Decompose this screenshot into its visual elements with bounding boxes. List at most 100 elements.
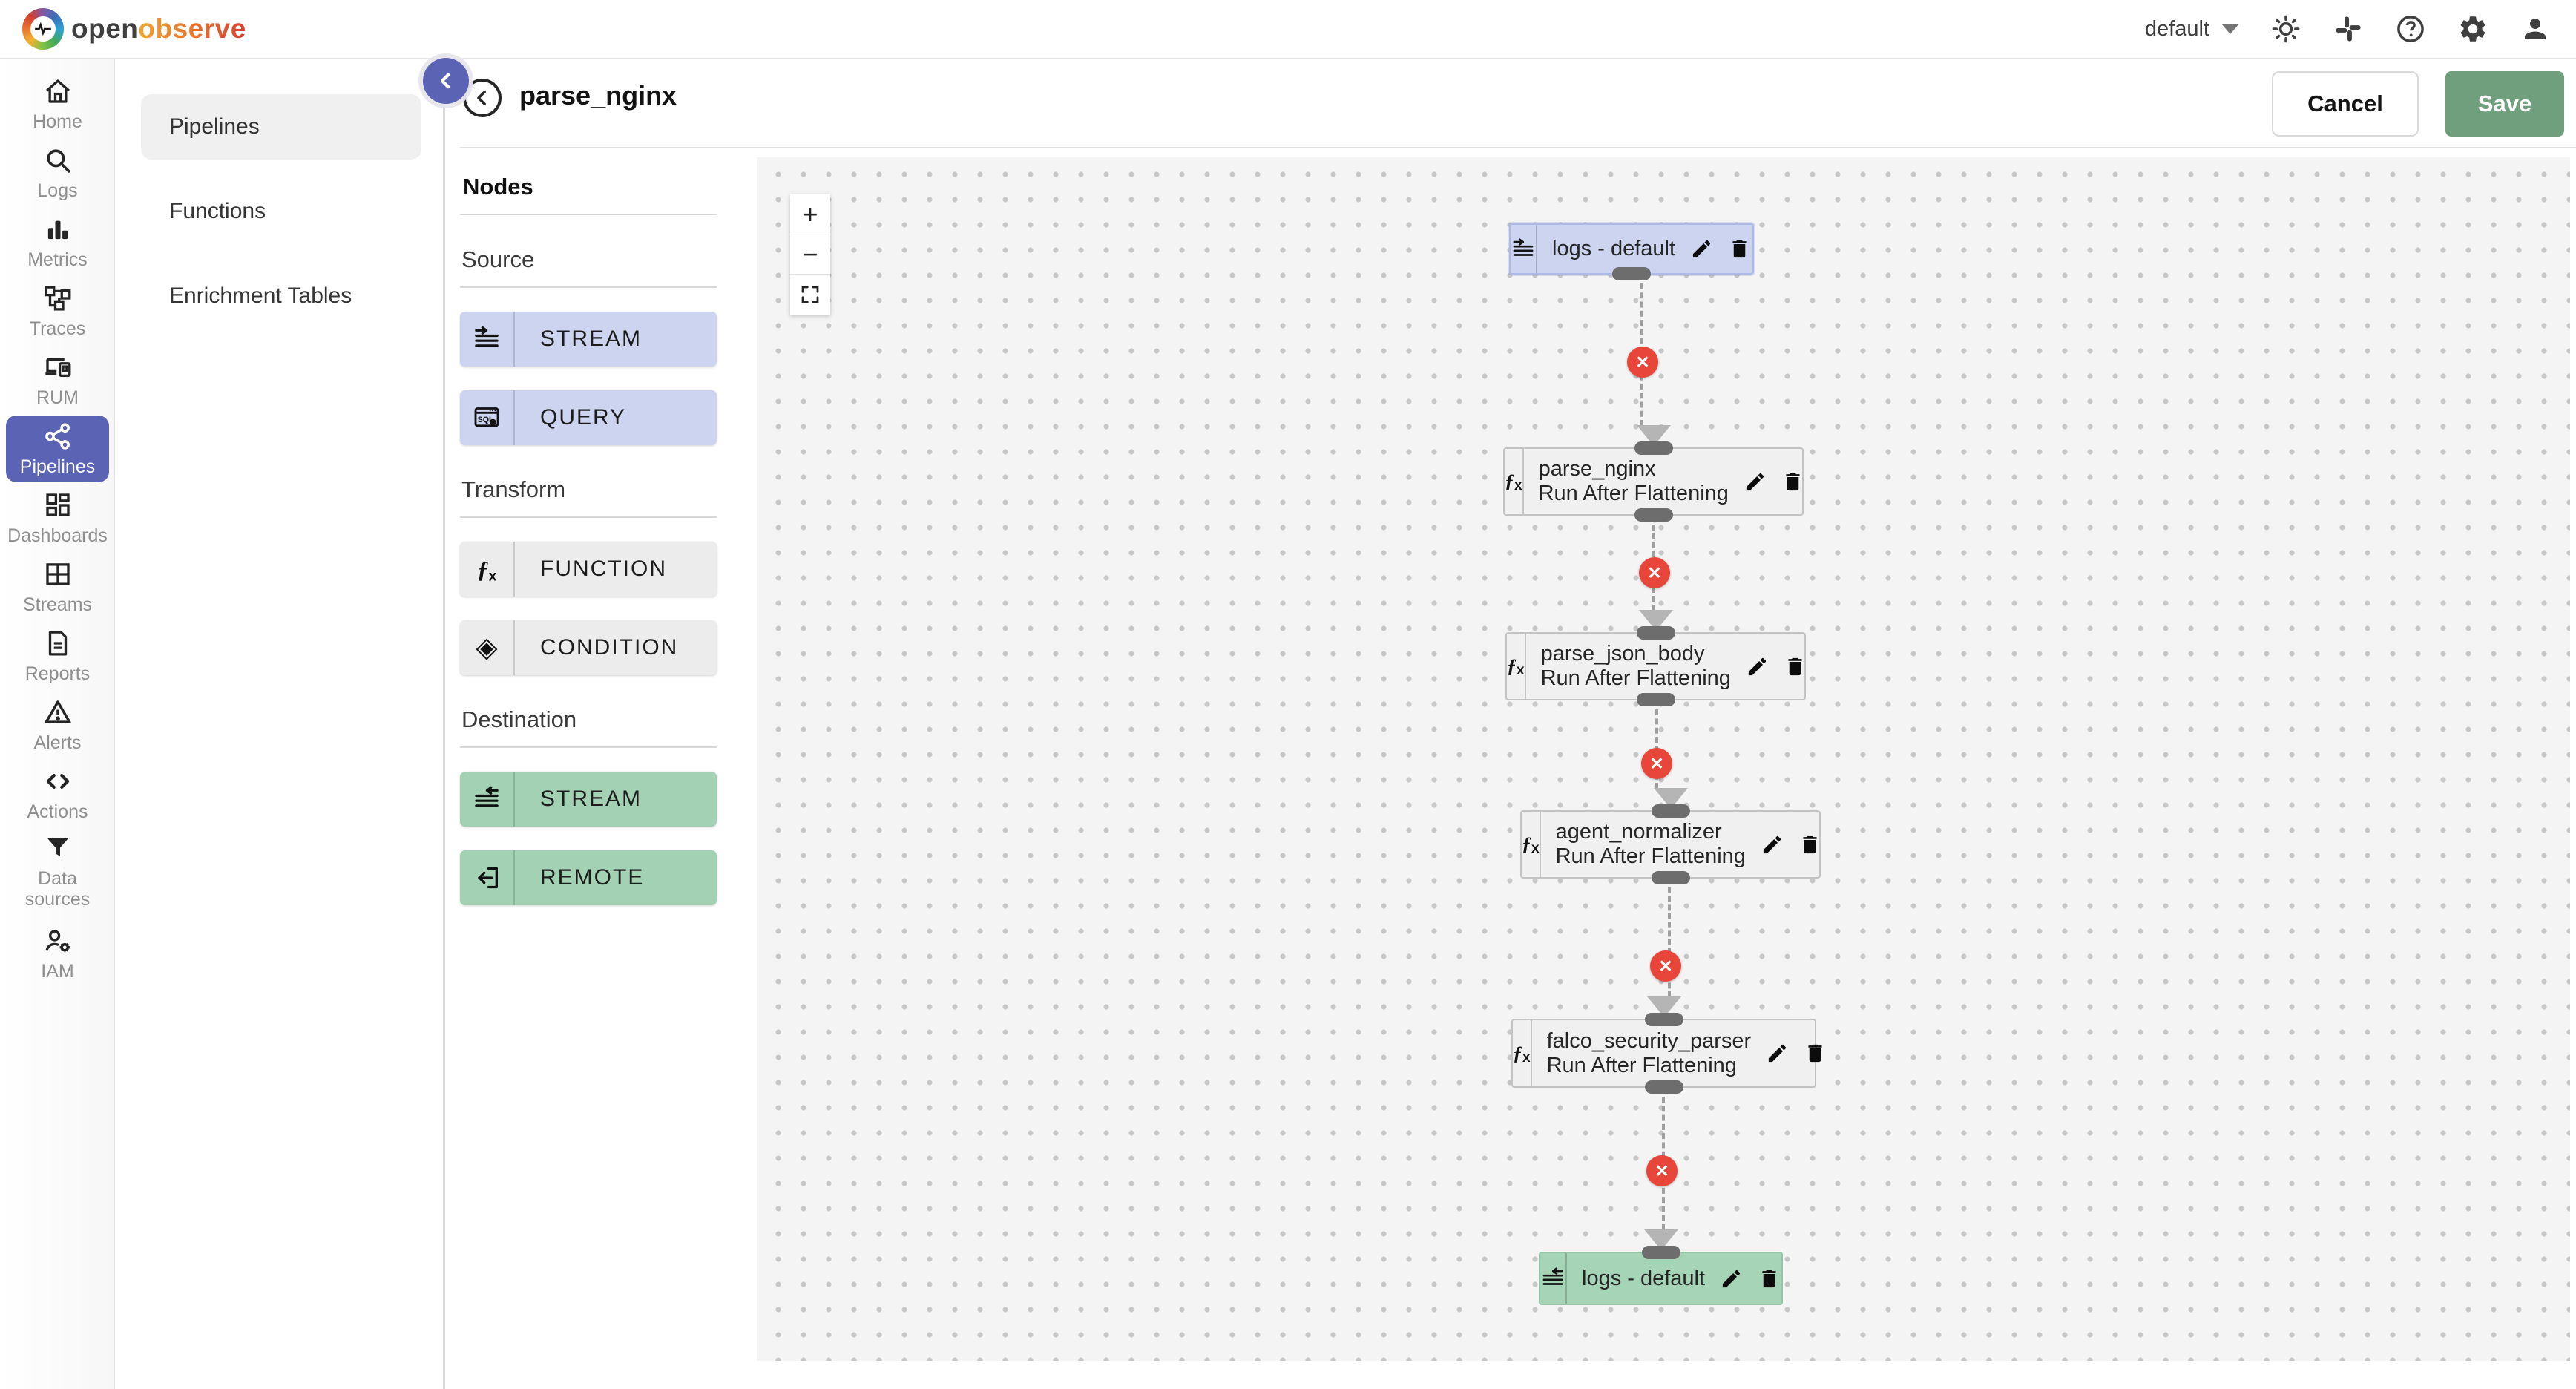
stream-in-icon	[460, 312, 515, 367]
node-sublabel: Run After Flattening	[1546, 1053, 1737, 1077]
slack-icon[interactable]	[2333, 13, 2364, 45]
settings-icon[interactable]	[2457, 13, 2488, 45]
palette-button-label: FUNCTION	[540, 556, 667, 581]
node-actions	[1761, 833, 1836, 856]
connection-handle[interactable]	[1636, 693, 1675, 706]
sidebar-item-alerts[interactable]: Alerts	[6, 692, 109, 758]
palette-button-label: STREAM	[540, 326, 643, 351]
delete-icon[interactable]	[1781, 470, 1804, 493]
connection-handle[interactable]	[1651, 871, 1690, 884]
edit-icon[interactable]	[1766, 1042, 1789, 1065]
connection-handle[interactable]	[1634, 441, 1673, 455]
cancel-button[interactable]: Cancel	[2272, 71, 2419, 137]
user-icon[interactable]	[2520, 13, 2551, 45]
condition-icon: ◈	[460, 620, 515, 675]
delete-edge-button[interactable]	[1639, 557, 1670, 588]
theme-light-icon[interactable]	[2270, 13, 2301, 45]
sidebar-item-pipelines[interactable]: Pipelines	[6, 416, 109, 482]
sidebar-item-dashboards[interactable]: Dashboards	[6, 485, 109, 551]
sidebar-item-streams[interactable]: Streams	[6, 554, 109, 620]
palette-button-destination-stream[interactable]: STREAM	[460, 772, 717, 827]
help-icon[interactable]	[2395, 13, 2426, 45]
sidebar-item-data-sources[interactable]: Data sources	[6, 830, 109, 913]
pipelines-secondary-sidebar: Pipelines Functions Enrichment Tables	[115, 59, 445, 1389]
left-nav-rail: Home Logs Metrics Traces RUM Pipeli	[0, 59, 115, 1389]
sidebar-item-reports[interactable]: Reports	[6, 623, 109, 689]
palette-button-destination-remote[interactable]: REMOTE	[460, 850, 717, 905]
org-selector-value: default	[2144, 16, 2209, 41]
sidebar-item-label: Pipelines	[19, 456, 96, 477]
edit-icon[interactable]	[1690, 237, 1713, 260]
delete-edge-button[interactable]	[1646, 1155, 1678, 1186]
share-icon	[42, 421, 73, 452]
subnav-pipelines[interactable]: Pipelines	[141, 94, 421, 160]
connection-handle[interactable]	[1651, 804, 1690, 818]
delete-edge-button[interactable]	[1641, 748, 1672, 779]
sidebar-item-logs[interactable]: Logs	[6, 139, 109, 206]
delete-edge-button[interactable]	[1650, 950, 1681, 982]
back-button[interactable]	[463, 79, 502, 117]
pipeline-canvas[interactable]: + − logs - default	[757, 157, 2570, 1361]
connection-handle[interactable]	[1641, 1246, 1680, 1259]
org-selector-dropdown[interactable]: default	[2145, 17, 2239, 42]
edit-icon[interactable]	[1744, 470, 1767, 493]
sidebar-item-actions[interactable]: Actions	[6, 761, 109, 827]
save-button[interactable]: Save	[2445, 71, 2564, 137]
connection-handle[interactable]	[1636, 626, 1675, 640]
home-icon	[42, 76, 73, 107]
palette-button-source-stream[interactable]: STREAM	[460, 312, 717, 367]
sidebar-item-label: Dashboards	[7, 525, 108, 546]
flow-node-source-stream[interactable]: logs - default	[1509, 223, 1754, 280]
delete-icon[interactable]	[1728, 237, 1751, 260]
node-actions	[1746, 655, 1821, 678]
sidebar-item-label: Data sources	[24, 868, 91, 910]
sidebar-item-label: Streams	[22, 594, 93, 615]
sql-query-icon: SQL	[460, 390, 515, 445]
sidebar-item-iam[interactable]: IAM	[6, 920, 109, 987]
fit-view-button[interactable]	[790, 275, 830, 315]
connection-handle[interactable]	[1612, 267, 1651, 280]
flow-node-destination-stream[interactable]: logs - default	[1539, 1229, 1783, 1305]
palette-button-transform-condition[interactable]: ◈ CONDITION	[460, 620, 717, 675]
sidebar-item-metrics[interactable]: Metrics	[6, 208, 109, 275]
connection-handle[interactable]	[1634, 508, 1673, 522]
connection-handle[interactable]	[1644, 1080, 1683, 1094]
sidebar-collapse-button[interactable]	[423, 58, 469, 104]
delete-icon[interactable]	[1804, 1042, 1827, 1065]
subnav-enrichment-tables[interactable]: Enrichment Tables	[141, 263, 421, 329]
stream-out-icon	[1540, 1253, 1567, 1304]
top-header: openobserve default	[0, 0, 2576, 59]
zoom-out-button[interactable]: −	[790, 234, 830, 275]
divider	[460, 516, 717, 518]
palette-button-label: QUERY	[540, 405, 627, 430]
divider	[460, 286, 717, 288]
zoom-in-button[interactable]: +	[790, 194, 830, 234]
delete-icon[interactable]	[1798, 833, 1821, 856]
sidebar-item-label: Alerts	[33, 732, 82, 753]
sidebar-item-home[interactable]: Home	[6, 70, 109, 137]
sidebar-item-traces[interactable]: Traces	[6, 278, 109, 344]
node-label: logs - default	[1582, 1266, 1706, 1290]
subnav-functions[interactable]: Functions	[141, 179, 421, 244]
delete-edge-button[interactable]	[1627, 347, 1658, 378]
document-icon	[42, 628, 73, 659]
delete-icon[interactable]	[1784, 655, 1807, 678]
search-icon	[42, 145, 73, 176]
edit-icon[interactable]	[1761, 833, 1784, 856]
fullscreen-icon	[801, 286, 819, 303]
sidebar-item-label: Traces	[29, 318, 86, 339]
palette-button-source-query[interactable]: SQL QUERY	[460, 390, 717, 445]
sidebar-item-label: Actions	[27, 801, 88, 822]
edit-icon[interactable]	[1746, 655, 1769, 678]
sidebar-item-rum[interactable]: RUM	[6, 347, 109, 413]
connection-handle[interactable]	[1644, 1013, 1683, 1026]
delete-icon[interactable]	[1758, 1267, 1781, 1290]
edit-icon[interactable]	[1720, 1267, 1743, 1290]
